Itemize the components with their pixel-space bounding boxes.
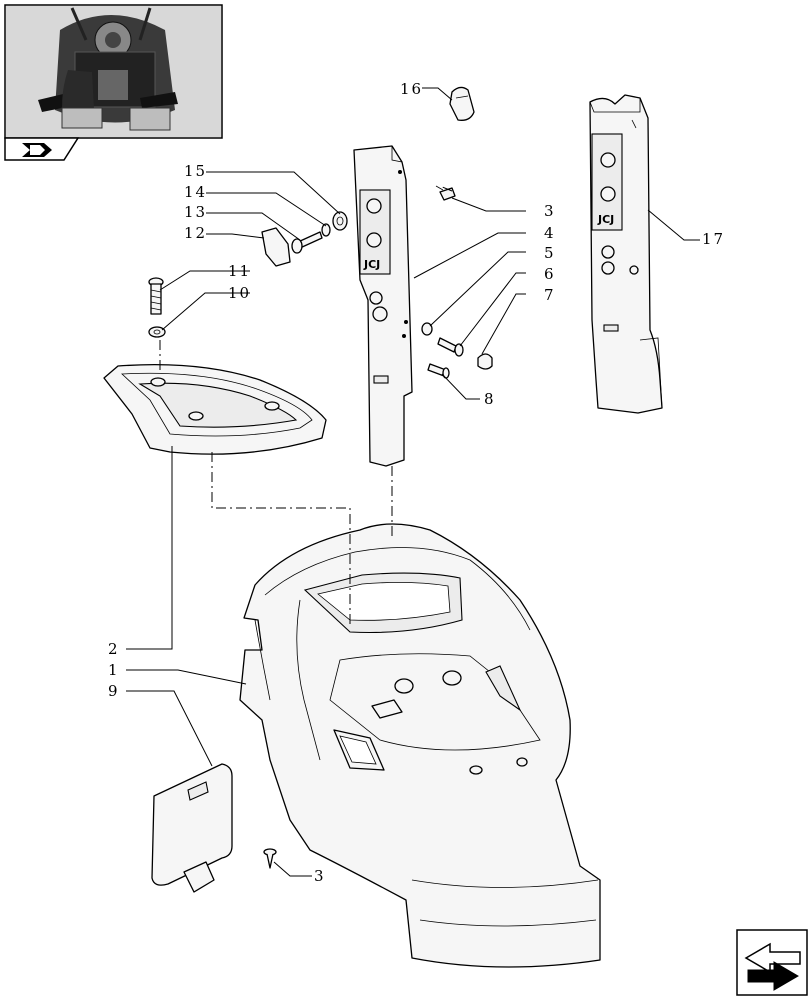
callout-labels: 16 15 14 13 12 11 10 3 4 5 6 7 8 17 2 1 … bbox=[108, 80, 725, 885]
callout-4: 4 bbox=[544, 224, 556, 242]
part-4-pillar-trim: JCJ bbox=[353, 145, 413, 467]
part-5-washer bbox=[421, 322, 433, 336]
part-12-bracket bbox=[261, 227, 291, 267]
part-14-washer bbox=[321, 223, 331, 237]
callout-12: 12 bbox=[184, 224, 207, 242]
callout-3-bottom: 3 bbox=[314, 867, 326, 885]
callout-5: 5 bbox=[544, 244, 556, 262]
part-10-washer bbox=[148, 326, 166, 338]
arrow-forward-icon bbox=[747, 961, 799, 991]
thumbnail-panel[interactable] bbox=[4, 4, 223, 161]
jcj-logo-left: JCJ bbox=[363, 258, 380, 271]
callout-9: 9 bbox=[108, 682, 120, 700]
part-3-screw-bottom bbox=[263, 848, 277, 869]
callout-8: 8 bbox=[484, 390, 496, 408]
callout-15: 15 bbox=[184, 162, 207, 180]
part-7-cap bbox=[477, 353, 493, 370]
part-15-washer bbox=[332, 211, 348, 231]
callout-2: 2 bbox=[108, 640, 120, 658]
leader-lines bbox=[126, 87, 700, 877]
part-9-cover bbox=[151, 763, 233, 893]
callout-1: 1 bbox=[108, 661, 120, 679]
callout-11: 11 bbox=[228, 262, 251, 280]
assembly-lines bbox=[159, 185, 453, 625]
callout-3-top: 3 bbox=[544, 202, 556, 220]
callout-14: 14 bbox=[184, 183, 207, 201]
part-1-console-housing bbox=[239, 523, 601, 968]
part-16-clip bbox=[449, 86, 475, 121]
callout-16: 16 bbox=[400, 80, 423, 98]
callout-7: 7 bbox=[544, 286, 556, 304]
part-11-bolt bbox=[148, 277, 164, 315]
page-nav-button[interactable] bbox=[736, 929, 808, 996]
tractor-cab-thumbnail-icon bbox=[6, 6, 221, 137]
part-17-pillar-trim: JCJ bbox=[589, 94, 663, 414]
part-8-screw bbox=[427, 363, 450, 379]
jcj-logo: JCJ bbox=[597, 213, 614, 226]
part-13-screw bbox=[291, 231, 323, 254]
view-direction-icon bbox=[22, 143, 52, 157]
part-6-bolt bbox=[437, 337, 464, 357]
callout-13: 13 bbox=[184, 203, 207, 221]
callout-17: 17 bbox=[702, 230, 725, 248]
part-2-tray bbox=[103, 363, 327, 455]
callout-10: 10 bbox=[228, 284, 251, 302]
callout-6: 6 bbox=[544, 265, 556, 283]
